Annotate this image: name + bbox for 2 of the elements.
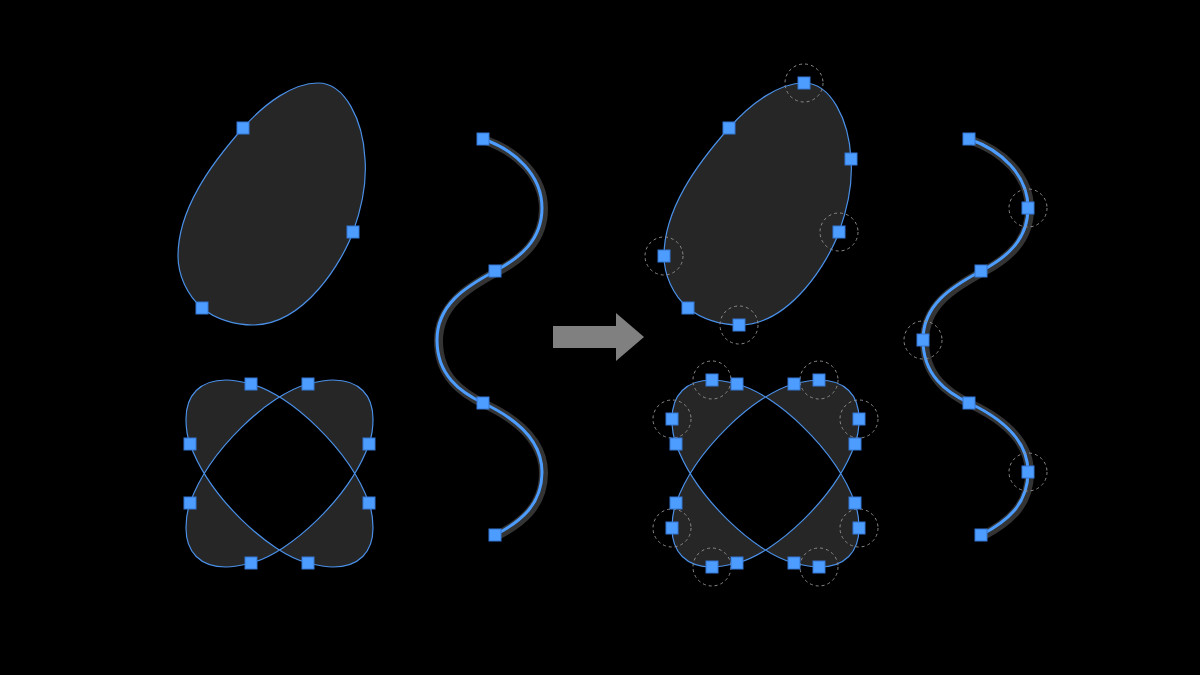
arrow [553,313,644,361]
vector-paths-illustration [644,63,1049,588]
